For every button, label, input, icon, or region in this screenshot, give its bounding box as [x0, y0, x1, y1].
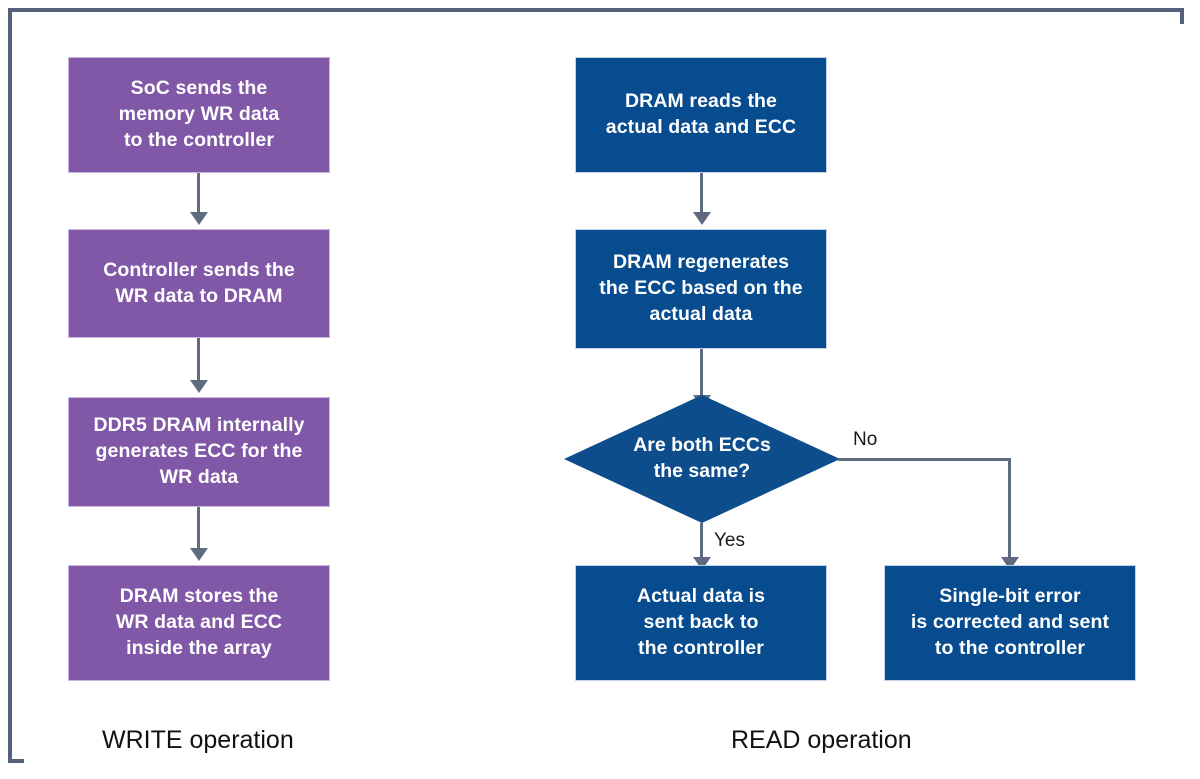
write-connector-3-line: [197, 507, 200, 552]
section-label-write-operation: WRITE operation: [102, 726, 294, 754]
read-connector-1-arrow: [692, 212, 711, 225]
write-connector-3-arrow: [189, 548, 208, 561]
edge-label-no: No: [853, 429, 878, 450]
read-decision-are-both-eccs-same: Are both ECCs the same?: [564, 395, 840, 523]
read-yes-branch-line: [700, 523, 703, 561]
read-no-branch-vertical: [1008, 458, 1011, 561]
write-connector-2-line: [197, 338, 200, 384]
read-no-branch-horizontal: [838, 458, 1011, 461]
write-node-ddr5-generates-ecc: DDR5 DRAM internally generates ECC for t…: [68, 397, 330, 507]
read-node-dram-reads-data: DRAM reads the actual data and ECC: [575, 57, 827, 173]
write-connector-2-arrow: [189, 380, 208, 393]
read-connector-1-line: [700, 173, 703, 216]
write-connector-1-arrow: [189, 212, 208, 225]
decision-label: Are both ECCs the same?: [633, 434, 771, 482]
section-label-read-operation: READ operation: [731, 726, 912, 754]
read-node-single-bit-error-corrected: Single-bit error is corrected and sent t…: [884, 565, 1136, 681]
read-connector-2-line: [700, 349, 703, 399]
read-node-actual-data-sent-back: Actual data is sent back to the controll…: [575, 565, 827, 681]
diagram-frame: SoC sends the memory WR data to the cont…: [8, 8, 1192, 771]
write-node-soc-sends-wr-data: SoC sends the memory WR data to the cont…: [68, 57, 330, 173]
write-connector-1-line: [197, 173, 200, 216]
write-node-controller-sends-wr-data: Controller sends the WR data to DRAM: [68, 229, 330, 338]
write-node-dram-stores-data: DRAM stores the WR data and ECC inside t…: [68, 565, 330, 681]
read-node-dram-regenerates-ecc: DRAM regenerates the ECC based on the ac…: [575, 229, 827, 349]
edge-label-yes: Yes: [714, 530, 745, 551]
